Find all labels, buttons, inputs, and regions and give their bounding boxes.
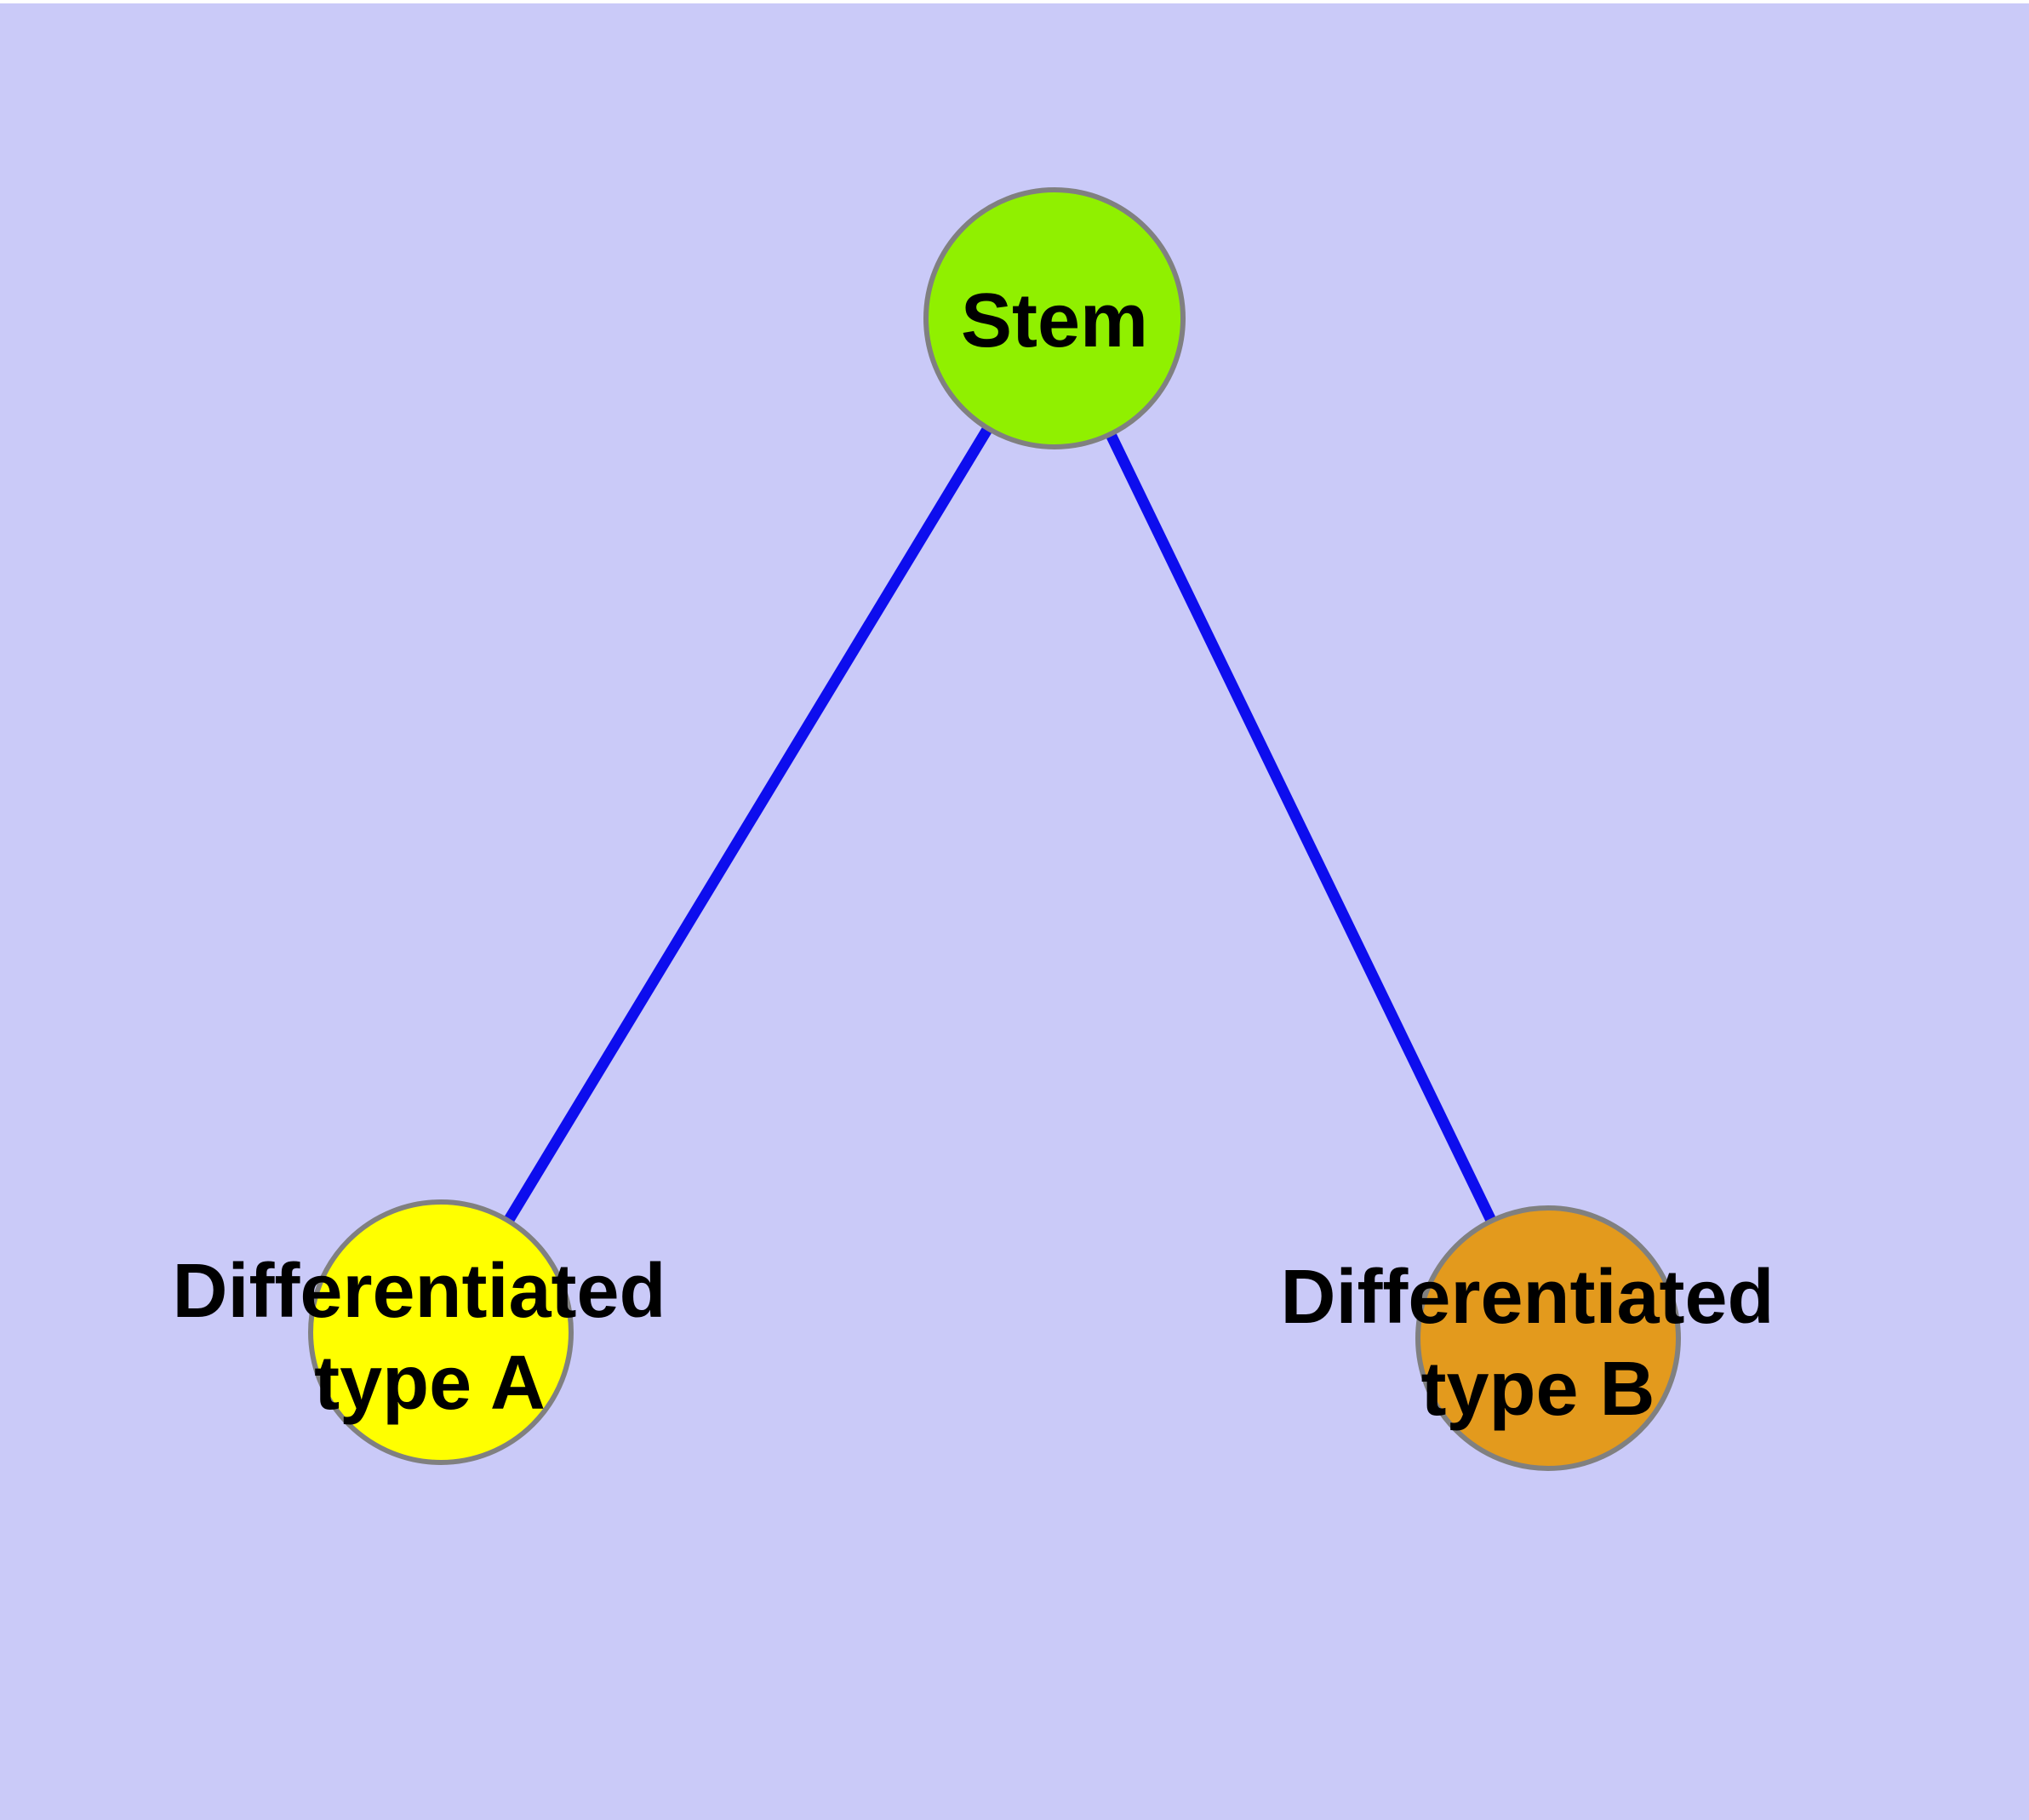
node-type-a-label-line1: Differentiated — [172, 1249, 666, 1334]
node-stem — [923, 187, 1186, 449]
node-type-b — [1415, 1205, 1681, 1471]
edge-stem-to-type-b — [1049, 316, 1553, 1341]
node-stem-label: Stem — [961, 278, 1148, 363]
node-type-a-label-line2: type A — [314, 1341, 546, 1426]
node-type-a-label: Differentiated type A — [172, 1249, 687, 1426]
node-type-b-label-line1: Differentiated — [1280, 1255, 1774, 1340]
node-type-b-label-line2: type B — [1420, 1347, 1655, 1432]
node-type-b-label: Differentiated type B — [1280, 1255, 1795, 1432]
node-type-a — [308, 1199, 574, 1465]
edge-stem-to-type-a — [436, 315, 1060, 1336]
top-margin-strip — [0, 0, 2029, 3]
